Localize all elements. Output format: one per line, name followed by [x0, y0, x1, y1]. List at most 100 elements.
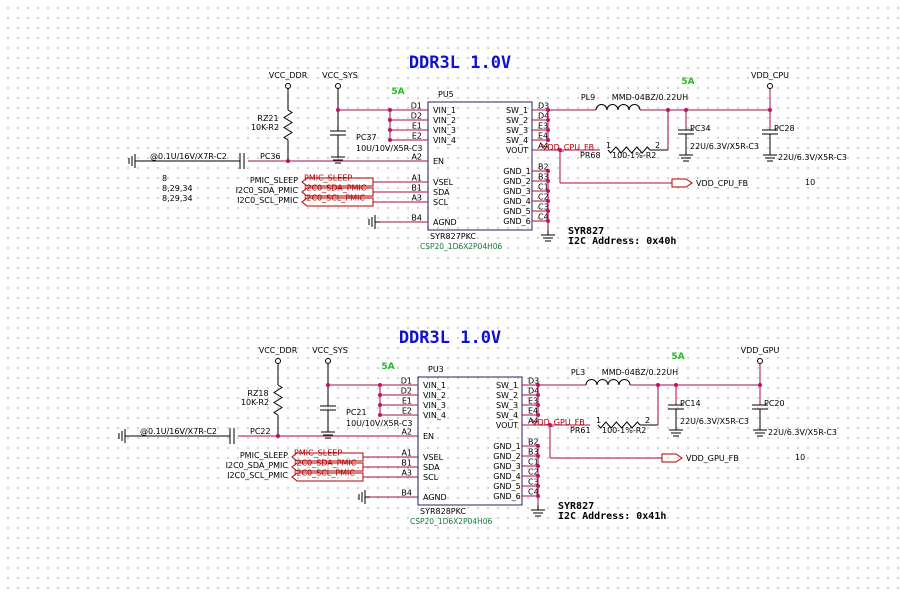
left-pin-num: E1 [402, 397, 412, 406]
fb-res-value: 100-1%-R2 [612, 151, 656, 160]
ground-symbol [368, 215, 380, 229]
ground-symbol [118, 429, 130, 443]
fb-res-pin2: 2 [655, 141, 660, 150]
cout2-value: 22U/6.3V/X5R-C3 [778, 153, 847, 162]
inductor-symbol [585, 379, 631, 386]
input-current-label: 5A [381, 362, 394, 372]
junction-dot [546, 219, 550, 223]
junction-dot [536, 444, 540, 448]
junction-dot [388, 108, 392, 112]
fb-offpage-label: VDD_GPU_FB [686, 454, 739, 463]
junction-dot [388, 118, 392, 122]
right-pin-num: E3 [528, 397, 538, 406]
left-pin-name: SCL [423, 473, 439, 482]
input-net-page: 8,29,34 [162, 184, 193, 193]
power-rail-connector [275, 358, 281, 364]
fb-res-pin1: 1 [596, 416, 601, 425]
chip-part: SYR828PKC [420, 507, 466, 516]
left-pin-num: E2 [412, 132, 422, 141]
right-pin-num: E3 [538, 122, 548, 131]
fb-net-label: VDD_CPU_FB [542, 143, 594, 152]
right-pin-name: SW_1 [506, 106, 528, 115]
left-pin-num: D1 [411, 102, 422, 111]
cout1-value: 22U/6.3V/X5R-C3 [680, 417, 749, 426]
right-pin-num: B3 [538, 173, 549, 182]
right-pin-name: GND_2 [503, 177, 530, 186]
left-pin-name: SDA [423, 463, 440, 472]
ground-symbol [763, 150, 777, 162]
fb-offpage-port [671, 178, 693, 188]
left-pin-name: VIN_3 [433, 126, 456, 135]
right-pin-name: VOUT [506, 146, 528, 155]
junction-dot [666, 108, 670, 112]
junction-dot [336, 108, 340, 112]
left-pin-name: VIN_1 [433, 106, 456, 115]
input-net-label: I2C0_SCL_PMIC [304, 194, 365, 203]
input-net-label: I2C0_SDA_PMIC [304, 184, 367, 193]
left-pin-name: VIN_1 [423, 381, 446, 390]
cin-ref: PC21 [346, 408, 367, 417]
inductor-ref: PL9 [581, 93, 595, 102]
junction-dot [546, 128, 550, 132]
left-pin-num: A3 [411, 194, 422, 203]
ground-symbol [753, 425, 767, 437]
vsys-rail-label: VCC_SYS [322, 71, 358, 80]
right-pin-num: B2 [528, 438, 539, 447]
left-pin-name: EN [423, 432, 434, 441]
right-pin-name: SW_4 [506, 136, 528, 145]
junction-dot [546, 209, 550, 213]
junction-dot [536, 403, 540, 407]
right-pin-name: VOUT [496, 421, 518, 430]
junction-dot [388, 138, 392, 142]
junction-dot [378, 383, 382, 387]
cout2-ref: PC20 [764, 399, 785, 408]
right-pin-num: A4 [538, 142, 549, 151]
left-pin-name: VSEL [423, 453, 444, 462]
left-pin-num: D2 [401, 387, 412, 396]
cin-ref: PC37 [356, 133, 377, 142]
chip-ref: PU5 [438, 90, 454, 99]
left-pin-num: A2 [411, 153, 422, 162]
right-pin-num: E4 [538, 132, 548, 141]
output-current-label: 5A [681, 77, 694, 87]
regulator-block-vdd_gpu: DDR3L 1.0V5A5APU3SYR828PKCCSP20_1D6X2P04… [118, 328, 837, 526]
pullup-ref: RZ21 [257, 114, 278, 123]
en-cap-ref: PC36 [260, 152, 281, 161]
resistor-symbol [283, 109, 293, 141]
ground-symbol [331, 152, 345, 164]
right-pin-num: C1 [528, 458, 539, 467]
right-pin-name: SW_3 [506, 126, 528, 135]
cout1-ref: PC34 [690, 124, 711, 133]
right-pin-num: D3 [538, 102, 549, 111]
cout1-value: 22U/6.3V/X5R-C3 [690, 142, 759, 151]
right-pin-num: C2 [538, 193, 549, 202]
part-note: SYR827 [558, 501, 594, 512]
fb-page-ref: 10 [805, 178, 815, 187]
inductor-coil [595, 104, 641, 111]
right-pin-name: SW_3 [496, 401, 518, 410]
en-cap-value: @0.1U/16V/X7R-C2 [140, 427, 217, 436]
right-pin-name: GND_3 [503, 187, 530, 196]
right-pin-num: C3 [528, 478, 539, 487]
regulator-block-vdd_cpu: DDR3L 1.0V5A5APU5SYR827PKCCSP20_1D6X2P04… [128, 53, 847, 251]
pullup-value: 10K-R2 [251, 123, 279, 132]
input-net-alias: PMIC_SLEEP [240, 451, 288, 460]
right-pin-name: GND_4 [503, 197, 530, 206]
junction-dot [378, 393, 382, 397]
vsys-rail-label: VCC_SYS [312, 346, 348, 355]
left-pin-name: VSEL [433, 178, 454, 187]
pullup-value: 10K-R2 [241, 398, 269, 407]
input-net-page: 8 [162, 174, 167, 183]
left-pin-num: E2 [402, 407, 412, 416]
i2c-address-note: I2C Address: 0x40h [568, 236, 676, 247]
left-pin-name: AGND [433, 218, 457, 227]
block-title: DDR3L 1.0V [409, 53, 511, 73]
junction-dot [656, 383, 660, 387]
input-net-alias: PMIC_SLEEP [250, 176, 298, 185]
chip-package: CSP20_1D6X2P04H06 [420, 242, 503, 251]
left-pin-num: B1 [411, 184, 422, 193]
fb-res-ref: PR61 [570, 426, 591, 435]
junction-dot [546, 179, 550, 183]
ground-symbol [128, 154, 140, 168]
input-net-label: PMIC_SLEEP [304, 174, 352, 183]
